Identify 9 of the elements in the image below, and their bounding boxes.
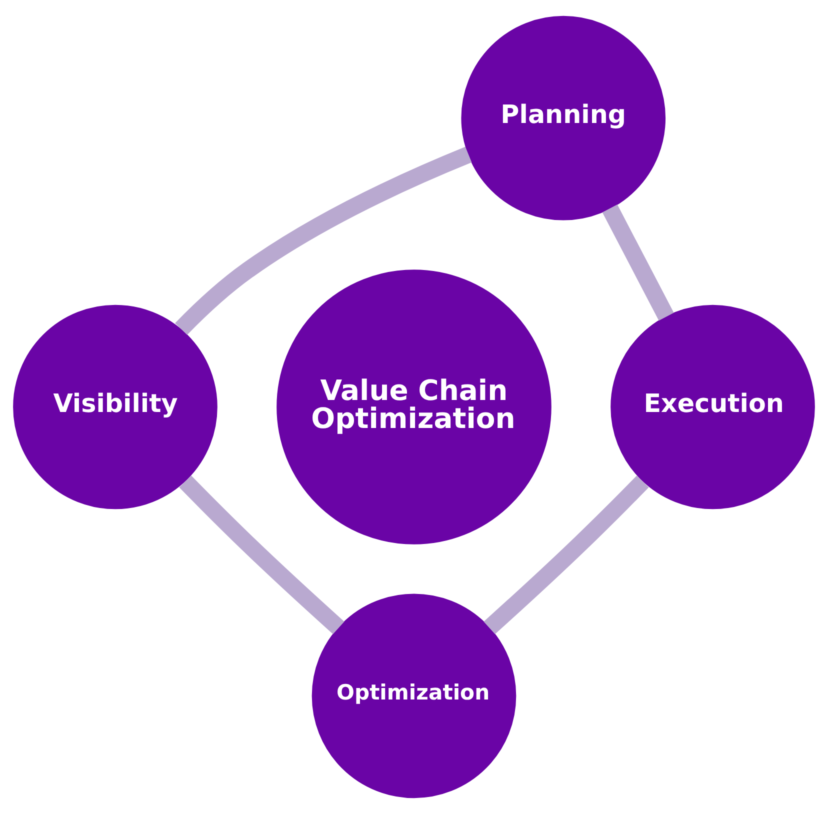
connector [175, 146, 472, 335]
node-circle: Execution [610, 304, 815, 510]
node-circle: Optimization [312, 594, 516, 798]
connector [484, 476, 649, 634]
node-circle: Value Chain Optimization [276, 270, 552, 544]
node-circle: Planning [461, 16, 666, 220]
node-circle: Visibility [13, 304, 218, 510]
connector [179, 476, 344, 634]
connector [602, 204, 674, 321]
